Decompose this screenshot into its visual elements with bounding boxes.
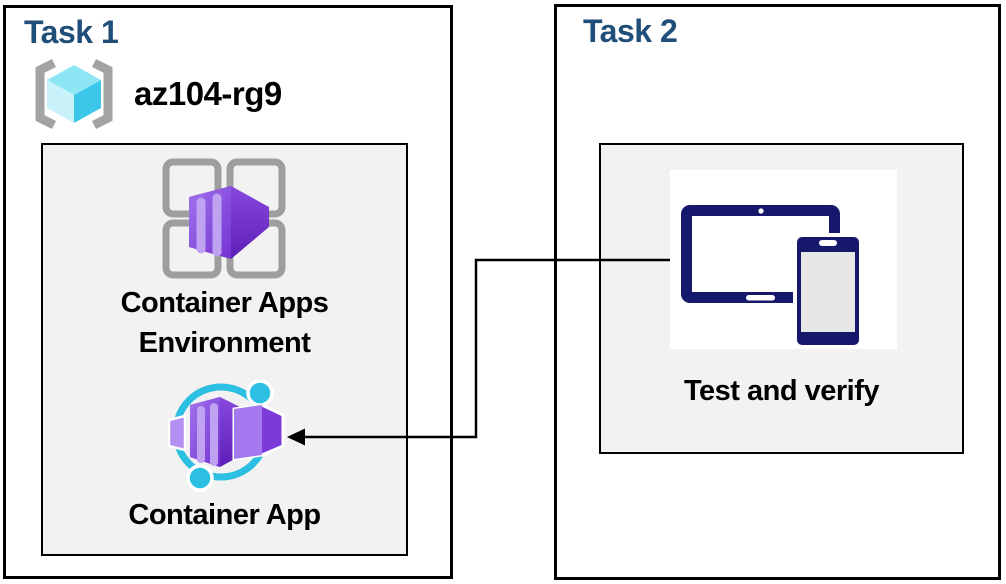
env-label-line2: Environment [138, 327, 311, 360]
phone-speaker-slot [819, 240, 837, 246]
task2-box: Task 2 Test and verif [554, 4, 1001, 580]
tablet-home-slot [746, 295, 775, 301]
container-app-icon [167, 379, 285, 492]
container-box-small-right [232, 403, 285, 461]
tablet-camera-dot [758, 208, 764, 214]
devices-icon-tile [670, 170, 897, 349]
container-apps-environment-icon [162, 158, 286, 279]
cube-right-face [74, 80, 101, 123]
resource-group-icon [35, 58, 113, 130]
container-box [189, 186, 269, 259]
container-apps-environment-box: Container Apps Environment [41, 143, 408, 556]
tablet-phone-icon [681, 205, 860, 349]
replica-dots [186, 379, 274, 492]
phone [793, 233, 860, 349]
container-box-small-left [167, 414, 187, 452]
task2-title: Task 2 [583, 13, 678, 49]
resource-group-name: az104-rg9 [134, 75, 282, 112]
task1-title: Task 1 [24, 14, 119, 50]
env-label-line1: Container Apps [120, 287, 329, 319]
container-app-label: Container App [128, 499, 321, 531]
container-apps-environment-label: Container Apps Environment [43, 283, 406, 363]
resource-group: az104-rg9 [30, 54, 282, 134]
test-and-verify-box: Test and verify [599, 143, 964, 454]
bracket-right [91, 58, 113, 130]
cube-left-face [47, 80, 74, 123]
task1-box: Task 1 az104-rg9 [3, 5, 453, 579]
test-and-verify-label: Test and verify [683, 375, 880, 407]
bracket-left [35, 58, 57, 130]
